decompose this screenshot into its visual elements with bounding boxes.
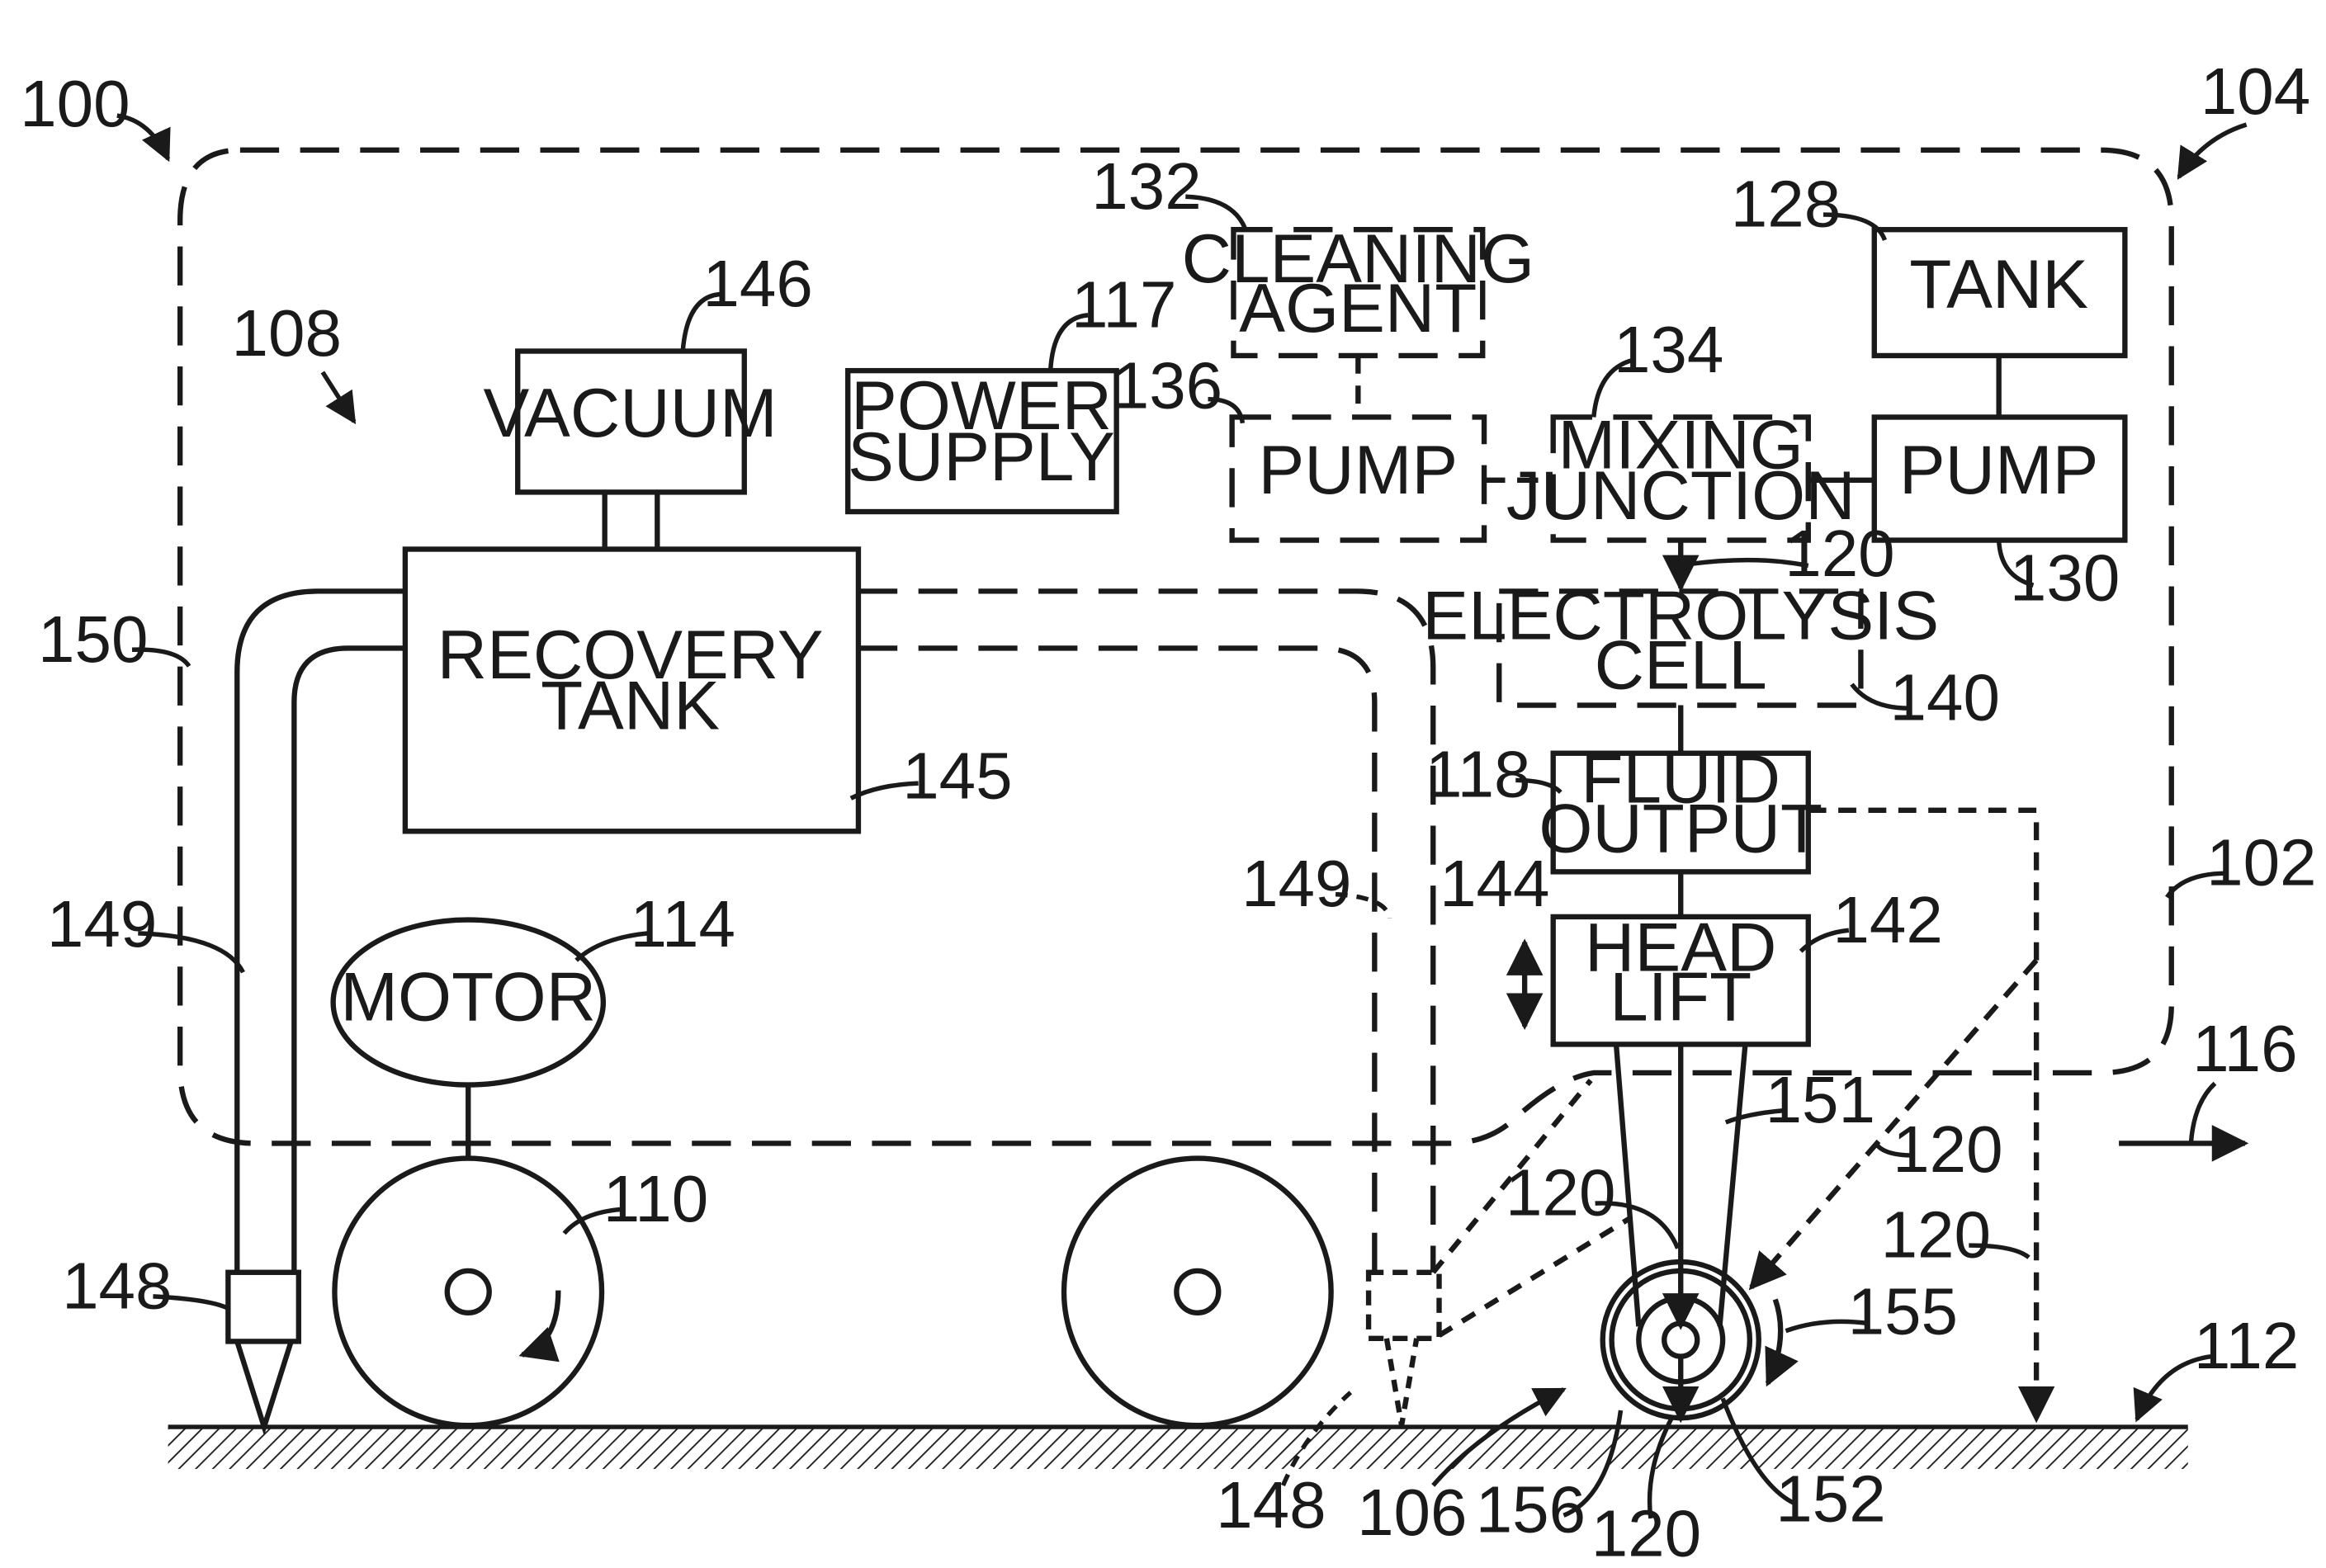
agent-pump-label: PUMP	[1259, 431, 1458, 508]
ref-120-head: 120	[1506, 1156, 1615, 1230]
right-squeegee-blade	[1387, 1339, 1416, 1425]
ref-112: 112	[2194, 1309, 2300, 1382]
squeegee-link-dashed-1	[1440, 1218, 1630, 1335]
electrolysis-cell-label-2: CELL	[1595, 626, 1767, 704]
leader-108	[323, 372, 354, 422]
ref-148-bottom: 148	[1216, 1468, 1326, 1542]
suction-hose-outer	[237, 591, 405, 1272]
power-supply-label-2: SUPPLY	[848, 418, 1115, 495]
motor-label: MOTOR	[340, 957, 596, 1035]
ref-128: 128	[1731, 168, 1841, 241]
ref-114: 114	[630, 887, 735, 961]
ref-140: 140	[1889, 661, 1999, 734]
ref-100: 100	[20, 67, 130, 140]
ref-120-cell: 120	[1785, 517, 1894, 590]
ref-130: 130	[2010, 541, 2120, 614]
leader-116	[2191, 1084, 2215, 1144]
brush-rotation-arrow	[1768, 1300, 1780, 1384]
leader-104	[2179, 125, 2247, 177]
ref-106: 106	[1357, 1476, 1467, 1549]
ref-118: 118	[1425, 737, 1531, 810]
cleaning-agent-label-2: AGENT	[1239, 269, 1477, 347]
ref-117: 117	[1071, 267, 1177, 341]
ref-155: 155	[1848, 1274, 1958, 1348]
ref-120-right: 120	[1893, 1112, 2002, 1186]
ref-149-mid: 149	[1241, 847, 1351, 920]
left-squeegee-box	[228, 1273, 298, 1342]
ref-156: 156	[1476, 1472, 1586, 1546]
ref-134: 134	[1614, 313, 1723, 386]
ref-120-far: 120	[1881, 1198, 1991, 1272]
rear-wheel	[1064, 1159, 1331, 1426]
drive-wheel-hub	[447, 1271, 489, 1313]
ref-151: 151	[1766, 1063, 1875, 1136]
ref-145: 145	[902, 739, 1012, 812]
ref-148-left: 148	[62, 1249, 172, 1322]
recovery-tank-label-2: TANK	[541, 667, 720, 744]
ref-110: 110	[603, 1162, 709, 1235]
ref-132: 132	[1091, 149, 1201, 223]
ref-104: 104	[2201, 54, 2310, 128]
right-squeegee-box	[1369, 1273, 1439, 1339]
vacuum-label: VACUUM	[483, 374, 777, 451]
ref-146: 146	[702, 247, 812, 320]
rear-wheel-hub	[1176, 1271, 1218, 1313]
head-lift-label-2: LIFT	[1610, 957, 1752, 1035]
ref-149-left: 149	[47, 887, 157, 961]
ref-152: 152	[1775, 1462, 1885, 1536]
ref-142: 142	[1832, 883, 1942, 956]
ref-102: 102	[2206, 826, 2316, 900]
left-squeegee-blade	[237, 1341, 291, 1427]
tank-label: TANK	[1909, 245, 2088, 323]
ref-116: 116	[2192, 1012, 2298, 1085]
ref-150: 150	[38, 602, 148, 676]
tank-pump-label: PUMP	[1899, 431, 2099, 508]
brush-hub	[1664, 1324, 1697, 1357]
ref-136: 136	[1113, 349, 1222, 423]
ref-144: 144	[1440, 847, 1549, 920]
fluid-output-label-2: OUTPUT	[1539, 790, 1823, 867]
ref-108: 108	[232, 296, 342, 370]
drive-wheel	[334, 1159, 602, 1426]
ref-120-bottom: 120	[1591, 1496, 1701, 1568]
drive-wheel-rotation-arrow	[522, 1291, 559, 1355]
